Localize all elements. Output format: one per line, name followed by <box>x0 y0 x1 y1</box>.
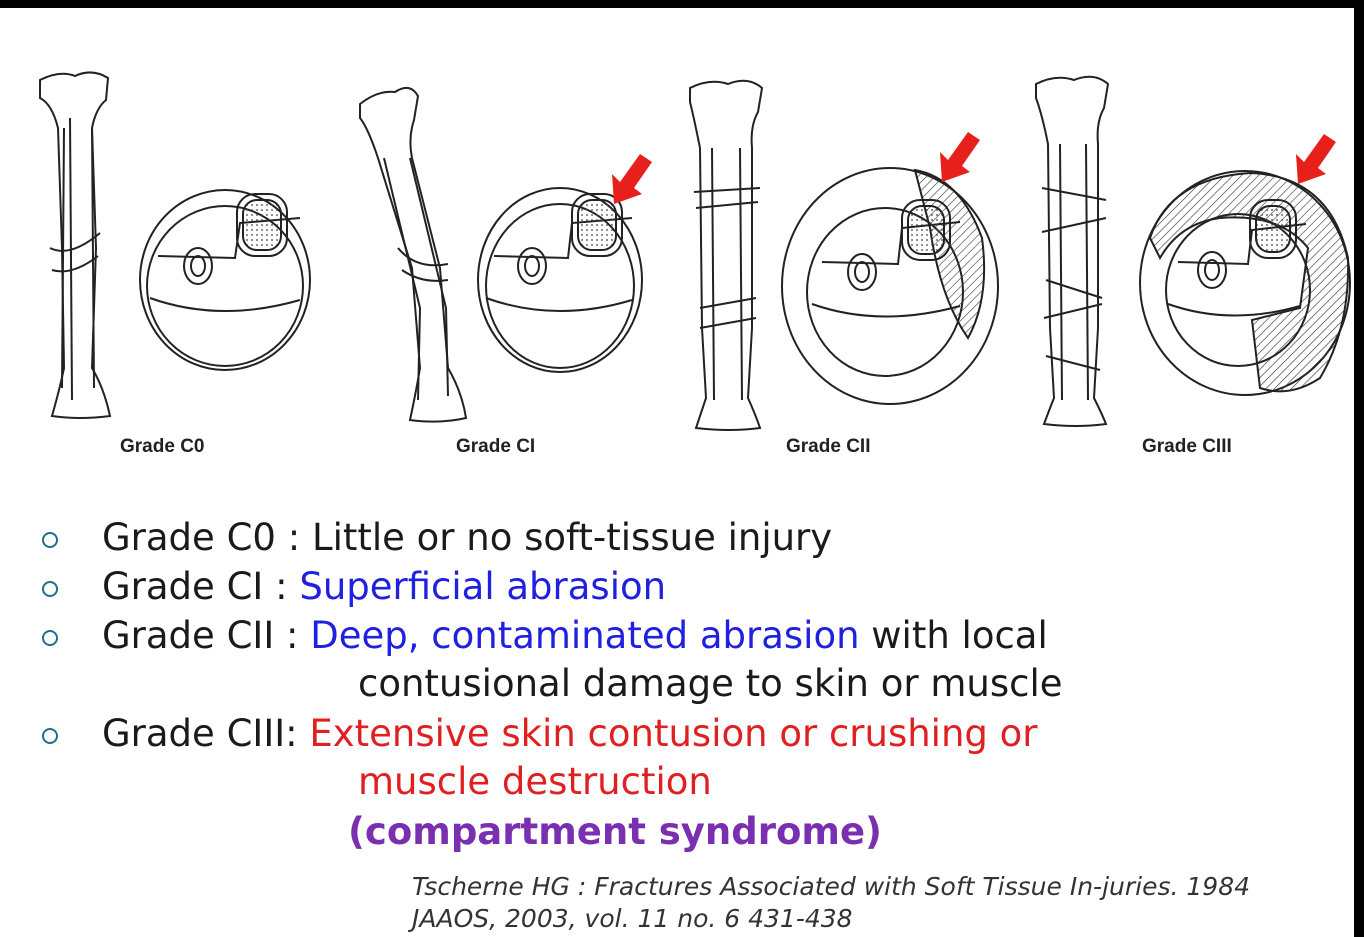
separator: : <box>276 516 312 559</box>
cross-section-ciii <box>1140 171 1350 395</box>
grade-term: Grade C0 <box>102 516 276 559</box>
tibia-fibula-ciii <box>1036 77 1108 426</box>
reference-line-1: Tscherne HG : Fractures Associated with … <box>412 872 1250 901</box>
grade-term: Grade CI <box>102 565 263 608</box>
separator: : <box>263 565 299 608</box>
tibia-fibula-cii <box>690 81 762 430</box>
arrow-ciii <box>1296 134 1336 184</box>
slide: Grade C0 Grade CI Grade CII Grade CIII G… <box>0 8 1354 937</box>
reference-line-2: JAAOS, 2003, vol. 11 no. 6 431-438 <box>412 904 853 933</box>
list-item-c0: Grade C0 : Little or no soft-tissue inju… <box>0 506 1354 554</box>
bullet-icon <box>42 728 58 744</box>
grade-description-line2: contusional damage to skin or muscle <box>358 660 1063 708</box>
list-item-ciii: Grade CIII: Extensive skin contusion or … <box>0 702 1354 750</box>
cross-section-cii <box>782 168 998 404</box>
cross-section-ci <box>478 188 642 372</box>
separator: : <box>274 614 310 657</box>
bullet-icon <box>42 532 58 548</box>
label-grade-cii: Grade CII <box>786 436 870 458</box>
grade-description-highlight: Deep, contaminated abrasion <box>310 614 859 657</box>
label-grade-ci: Grade CI <box>456 436 535 458</box>
label-grade-ciii: Grade CIII <box>1142 436 1232 458</box>
arrow-ci <box>612 154 652 204</box>
list-item-cii: Grade CII : Deep, contaminated abrasion … <box>0 604 1354 652</box>
grade-description: Little or no soft-tissue injury <box>312 516 832 559</box>
grade-description: Superficial abrasion <box>299 565 666 608</box>
separator: : <box>285 712 309 755</box>
list-item-ci: Grade CI : Superficial abrasion <box>0 555 1354 603</box>
grade-note: (compartment syndrome) <box>348 808 882 856</box>
grade-description-line2: muscle destruction <box>358 758 712 806</box>
tscherne-classification-illustration <box>0 8 1354 478</box>
tibia-fibula-c0 <box>40 72 110 418</box>
tibia-fibula-ci <box>360 88 466 422</box>
grade-term: Grade CIII <box>102 712 285 755</box>
bullet-icon <box>42 630 58 646</box>
bullet-icon <box>42 581 58 597</box>
arrow-cii <box>940 132 980 182</box>
grade-term: Grade CII <box>102 614 274 657</box>
cross-section-c0 <box>140 190 310 370</box>
grade-description: Extensive skin contusion or crushing or <box>309 712 1037 755</box>
grade-description-rest: with local <box>860 614 1048 657</box>
label-grade-c0: Grade C0 <box>120 436 204 458</box>
